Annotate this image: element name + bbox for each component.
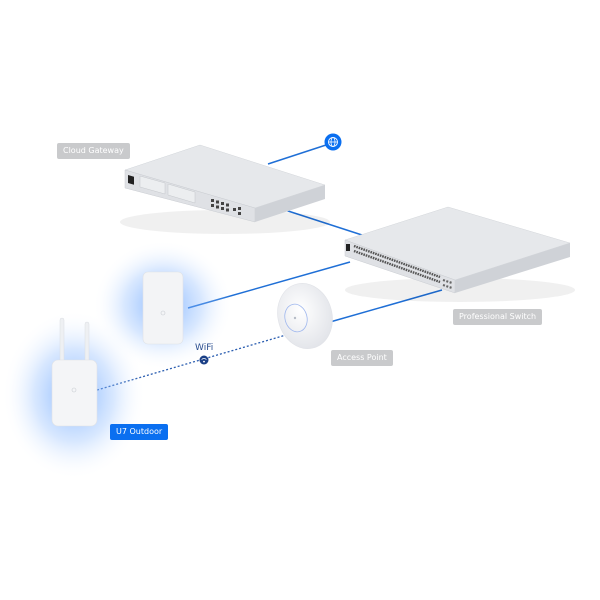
link-switch-access-point (329, 289, 443, 323)
label-access-point: Access Point (331, 350, 393, 366)
link-internet-gateway (267, 144, 327, 165)
globe-icon (324, 133, 342, 151)
ceiling-access-point-device (277, 283, 333, 349)
label-professional-switch: Professional Switch (453, 309, 543, 325)
label-u7-outdoor: U7 Outdoor (110, 424, 169, 440)
link-gateway-switch (284, 209, 363, 236)
professional-switch-device (344, 206, 575, 302)
wifi-label: WiFi (195, 343, 214, 353)
wifi-icon (199, 355, 209, 365)
u7-outdoor-device (2, 310, 146, 480)
label-cloud-gateway: Cloud Gateway (57, 143, 130, 159)
cloud-gateway-device (120, 144, 330, 234)
wall-access-point-device (93, 240, 233, 370)
